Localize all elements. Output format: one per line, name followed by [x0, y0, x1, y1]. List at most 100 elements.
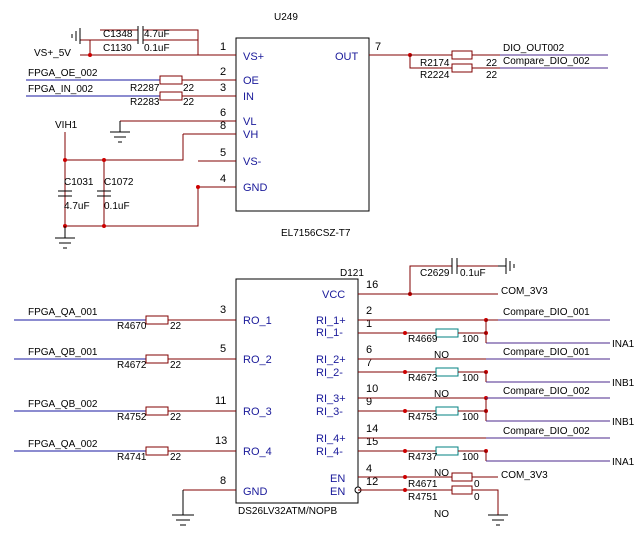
d121-pin-name: EN — [330, 486, 345, 498]
d121-pin-num: 12 — [366, 476, 378, 488]
d121-pin-name: RI_3+ — [316, 393, 346, 405]
res-ref: R4751 — [408, 492, 438, 503]
d121-section: D121 DS26LV32ATM/NOPB RO_1 RO_2 RO_3 RO_… — [14, 258, 635, 526]
net-compare-dio-001: Compare_DIO_001 — [503, 347, 590, 358]
res-ref: R2287 — [130, 83, 160, 94]
d121-pin-num: 5 — [220, 343, 226, 355]
res-value: 100 — [462, 452, 479, 463]
res-ref: R4737 — [408, 452, 438, 463]
res-value: 0 — [474, 479, 480, 490]
u249-pin-num: 7 — [375, 41, 381, 53]
d121-pin-name: RI_2+ — [316, 354, 346, 366]
net-compare-dio-002: Compare_DIO_002 — [503, 426, 590, 437]
res-value: 22 — [183, 83, 195, 94]
cap-ref: C1031 — [64, 177, 94, 188]
res-ref: R4673 — [408, 373, 438, 384]
cap-ref: C1072 — [104, 177, 134, 188]
u249-pin-name-gnd: GND — [243, 182, 268, 194]
d121-pin-name: RI_3- — [316, 406, 343, 418]
d121-pin-num: 14 — [366, 423, 378, 435]
d121-pin-num: 3 — [220, 304, 226, 316]
u249-pin-name-vh: VH — [243, 129, 258, 141]
res-ref: R2174 — [420, 58, 450, 69]
net-fpga-qa-002: FPGA_QA_002 — [28, 439, 98, 450]
u249-pin-num: 5 — [220, 147, 226, 159]
d121-pin-num: 11 — [215, 395, 226, 407]
d121-body — [235, 278, 359, 504]
res-ref: R2224 — [420, 70, 450, 81]
res-ref: R4752 — [117, 412, 147, 423]
u249-part: EL7156CSZ-T7 — [281, 228, 351, 239]
d121-pin-name: RI_1- — [316, 327, 343, 339]
ri-channel-2: NO R4673 100 Compare_DIO_001 INB1 — [358, 347, 635, 389]
res-ref: R4669 — [408, 334, 438, 345]
net-fpga-qa-001: FPGA_QA_001 — [28, 307, 98, 318]
net-ina1: INA1 — [612, 457, 635, 468]
net-no: NO — [434, 509, 449, 520]
u249-pin-num: 1 — [220, 41, 226, 53]
d121-pin-name: RI_2- — [316, 367, 343, 379]
u249-pin-num: 3 — [220, 82, 226, 94]
net-compare-dio-001: Compare_DIO_001 — [503, 307, 590, 318]
u249-section: U249 EL7156CSZ-T7 VS+ OE IN VL VH VS- GN… — [26, 12, 608, 249]
res-ref: R4753 — [408, 412, 438, 423]
u249-pin-name-out: OUT — [335, 51, 359, 63]
ri-channel-3: NO R4753 100 Compare_DIO_002 INB1 — [358, 386, 635, 428]
d121-pin-name: RO_4 — [243, 446, 272, 458]
net-compare-dio-002: Compare_DIO_002 — [503, 56, 590, 67]
res-value: 22 — [486, 58, 498, 69]
net-fpga-qb-002: FPGA_QB_002 — [28, 399, 98, 410]
d121-pin-num: 16 — [366, 279, 378, 291]
res-value: 100 — [462, 412, 479, 423]
cap-ref: C1130 — [103, 43, 132, 54]
u249-body — [235, 37, 370, 212]
res-value: 22 — [183, 97, 195, 108]
u249-pin-name-oe: OE — [243, 75, 259, 87]
res-value: 22 — [170, 321, 182, 332]
cap-ref: C2629 — [420, 268, 450, 279]
res-value: 22 — [170, 452, 182, 463]
d121-pin-name: RO_2 — [243, 354, 272, 366]
u249-pin-name-vl: VL — [243, 116, 256, 128]
res-value: 22 — [486, 70, 498, 81]
u249-pin-num: 2 — [220, 66, 226, 78]
cap-value: 0.1uF — [144, 43, 170, 54]
d121-pin-name: GND — [243, 486, 268, 498]
net-com-3v3: COM_3V3 — [501, 286, 548, 297]
net-dio-out: DIO_OUT002 — [503, 43, 565, 54]
net-ina1: INA1 — [612, 339, 635, 350]
cap-value: 0.1uF — [460, 268, 486, 279]
net-compare-dio-002: Compare_DIO_002 — [503, 386, 590, 397]
net-fpga-oe: FPGA_OE_002 — [28, 68, 98, 79]
net-vih1: VIH1 — [55, 120, 78, 131]
cap-value: 4.7uF — [64, 201, 90, 212]
res-value: 22 — [170, 412, 182, 423]
u249-ref: U249 — [274, 12, 298, 23]
d121-ref: D121 — [340, 268, 364, 279]
cap-value: 4.7uF — [144, 29, 170, 40]
net-fpga-qb-001: FPGA_QB_001 — [28, 347, 98, 358]
d121-pin-num: 9 — [366, 396, 372, 408]
res-value: 0 — [474, 492, 480, 503]
d121-pin-num: 7 — [366, 357, 372, 369]
net-com-3v3: COM_3V3 — [501, 470, 548, 481]
res-ref: R2283 — [130, 97, 160, 108]
u249-pin-num: 6 — [220, 107, 226, 119]
u249-pin-name-vsm: VS- — [243, 156, 262, 168]
d121-pin-num: 13 — [215, 435, 227, 447]
net-vs5v: VS+_5V — [34, 48, 71, 59]
u249-pin-num: 4 — [220, 173, 226, 185]
d121-pin-name: RI_4- — [316, 446, 343, 458]
ri-channel-4: R4737 100 Compare_DIO_002 INA1 — [358, 426, 635, 468]
d121-pin-name: RO_3 — [243, 406, 272, 418]
res-ref: R4670 — [117, 321, 147, 332]
u249-pin-name-vsp: VS+ — [243, 51, 264, 63]
d121-pin-num: 15 — [366, 436, 378, 448]
d121-pin-num: 6 — [366, 344, 372, 356]
res-value: 22 — [170, 360, 182, 371]
res-value: 100 — [462, 373, 479, 384]
cap-ref: C1348 — [103, 29, 133, 40]
d121-pin-name: RI_1+ — [316, 315, 346, 327]
d121-pin-num: 1 — [366, 318, 372, 330]
